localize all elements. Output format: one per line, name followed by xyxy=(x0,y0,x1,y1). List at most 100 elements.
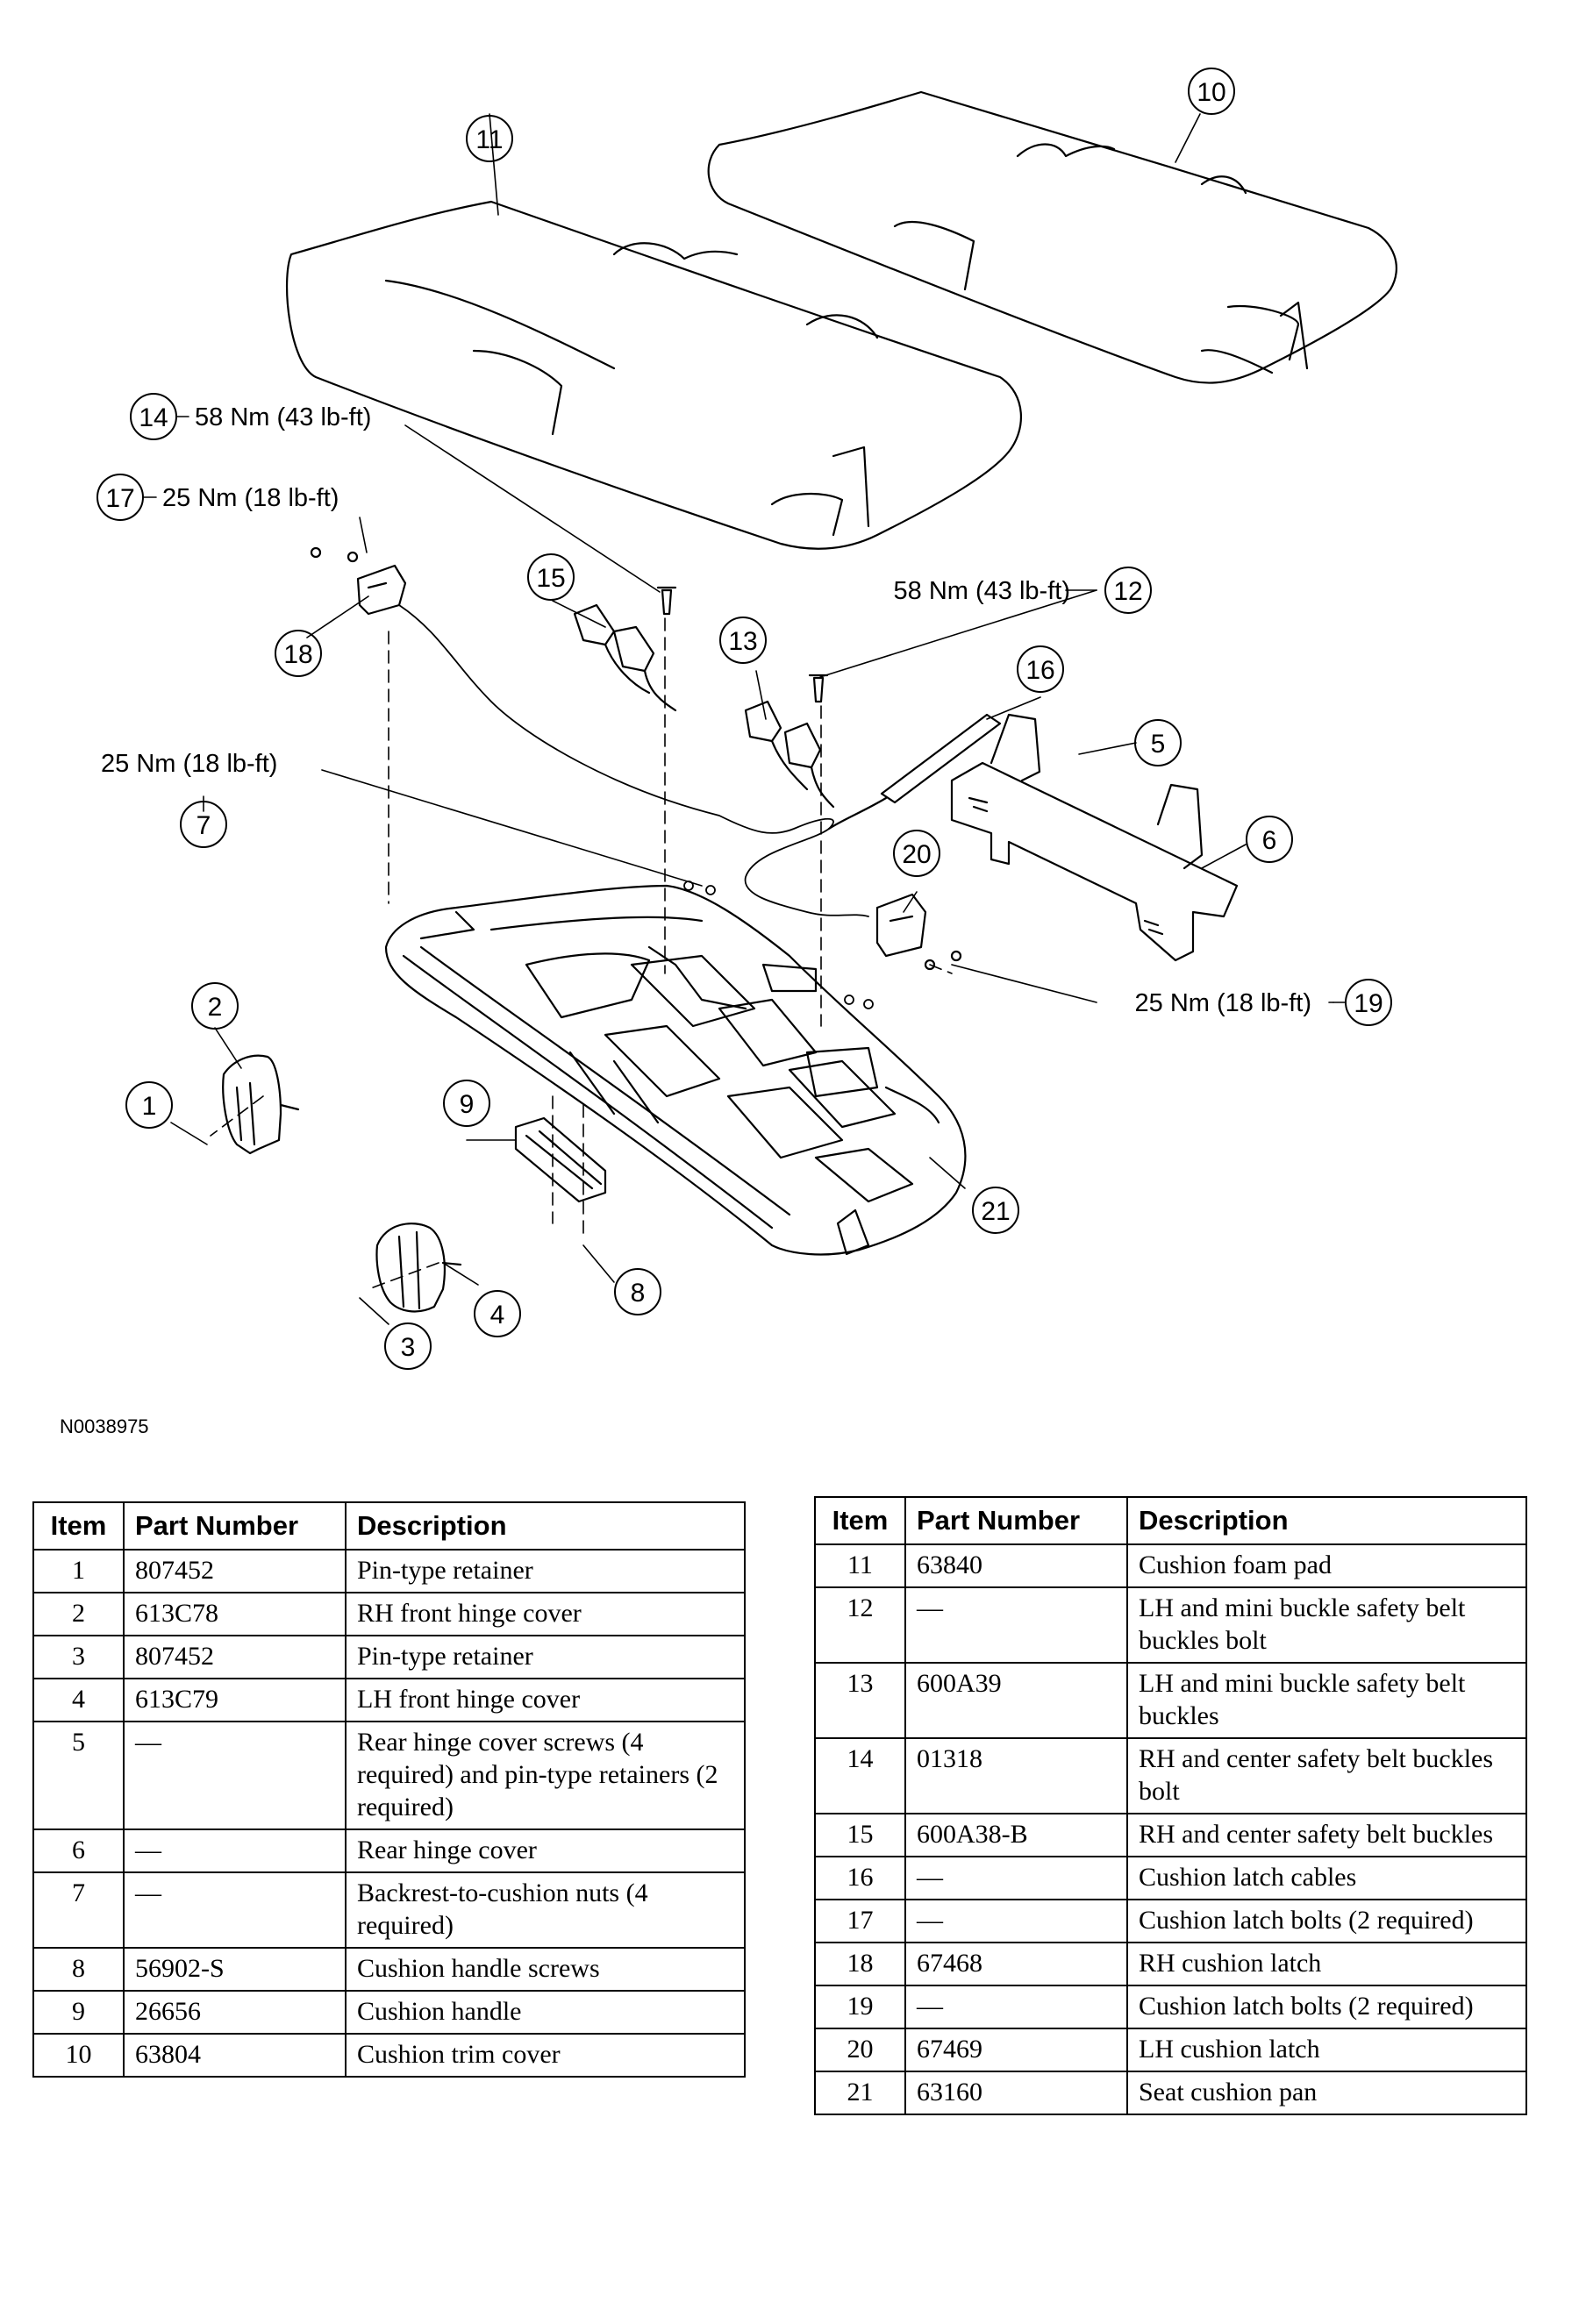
description-cell: Cushion latch cables xyxy=(1126,1856,1527,1900)
callout-3: 3 xyxy=(401,1333,416,1362)
description-cell: Rear hinge cover xyxy=(345,1829,746,1873)
callout-19: 19 xyxy=(1354,989,1383,1018)
part-number-cell: 63840 xyxy=(904,1543,1128,1588)
item-cell: 11 xyxy=(814,1543,906,1588)
header-description: Description xyxy=(345,1501,746,1551)
callout-4: 4 xyxy=(490,1301,505,1330)
table-row: 16—Cushion latch cables xyxy=(814,1856,1527,1900)
torque-label-12: 58 Nm (43 lb-ft) xyxy=(894,577,1070,605)
callout-16: 16 xyxy=(1025,656,1054,685)
part-number-cell: 67468 xyxy=(904,1942,1128,1986)
callout-7: 7 xyxy=(196,811,211,840)
part-number-cell: 67469 xyxy=(904,2028,1128,2072)
header-part-number: Part Number xyxy=(904,1496,1128,1545)
description-cell: Cushion handle xyxy=(345,1990,746,2035)
latch-cable-route xyxy=(398,604,869,917)
rh-cushion-latch-drawing xyxy=(310,546,407,616)
description-cell: RH front hinge cover xyxy=(345,1592,746,1636)
header-part-number: Part Number xyxy=(123,1501,347,1551)
callout-12: 12 xyxy=(1113,577,1142,606)
description-cell: Cushion trim cover xyxy=(345,2033,746,2078)
table-row: 7—Backrest-to-cushion nuts (4 required) xyxy=(32,1871,746,1949)
part-number-cell: — xyxy=(123,1871,347,1949)
bolt-14-drawing xyxy=(656,586,677,616)
description-cell: RH cushion latch xyxy=(1126,1942,1527,1986)
description-cell: Pin-type retainer xyxy=(345,1635,746,1679)
part-number-cell: — xyxy=(904,1856,1128,1900)
table-row: 12—LH and mini buckle safety belt buckle… xyxy=(814,1586,1527,1664)
item-cell: 7 xyxy=(32,1871,125,1949)
item-cell: 16 xyxy=(814,1856,906,1900)
callout-2: 2 xyxy=(208,993,223,1022)
description-cell: Seat cushion pan xyxy=(1126,2071,1527,2115)
part-number-cell: — xyxy=(904,1586,1128,1664)
item-cell: 4 xyxy=(32,1678,125,1722)
seat-cushion-pan-drawing xyxy=(384,884,967,1256)
part-number-cell: 26656 xyxy=(123,1990,347,2035)
part-number-cell: — xyxy=(123,1721,347,1830)
callout-11: 11 xyxy=(475,125,503,154)
rh-center-belt-buckles-drawing xyxy=(573,603,677,712)
item-cell: 21 xyxy=(814,2071,906,2115)
item-cell: 20 xyxy=(814,2028,906,2072)
callout-1: 1 xyxy=(142,1092,157,1121)
item-cell: 3 xyxy=(32,1635,125,1679)
part-number-cell: 56902-S xyxy=(123,1947,347,1992)
part-number-cell: — xyxy=(904,1899,1128,1943)
callout-17: 17 xyxy=(105,484,134,513)
item-cell: 14 xyxy=(814,1737,906,1814)
exploded-seat-cushion-diagram: 10 11 14 17 12 15 18 13 16 5 6 7 20 19 2… xyxy=(96,68,1397,1370)
callout-18: 18 xyxy=(283,640,312,669)
table-row: 6—Rear hinge cover xyxy=(32,1829,746,1873)
bolt-12-drawing xyxy=(808,674,829,703)
item-cell: 19 xyxy=(814,1985,906,2029)
torque-label-14: 58 Nm (43 lb-ft) xyxy=(195,403,371,431)
part-number-cell: 807452 xyxy=(123,1635,347,1679)
item-cell: 12 xyxy=(814,1586,906,1664)
part-number-cell: 600A39 xyxy=(904,1662,1128,1739)
table-row: 17—Cushion latch bolts (2 required) xyxy=(814,1899,1527,1943)
description-cell: Pin-type retainer xyxy=(345,1549,746,1593)
part-number-cell: — xyxy=(904,1985,1128,2029)
description-cell: Cushion latch bolts (2 required) xyxy=(1126,1985,1527,2029)
item-cell: 10 xyxy=(32,2033,125,2078)
description-cell: Cushion latch bolts (2 required) xyxy=(1126,1899,1527,1943)
callout-20: 20 xyxy=(902,840,931,869)
item-cell: 2 xyxy=(32,1592,125,1636)
part-number-cell: 63804 xyxy=(123,2033,347,2078)
description-cell: LH front hinge cover xyxy=(345,1678,746,1722)
header-item: Item xyxy=(814,1496,906,1545)
item-cell: 9 xyxy=(32,1990,125,2035)
description-cell: Backrest-to-cushion nuts (4 required) xyxy=(345,1871,746,1949)
item-cell: 1 xyxy=(32,1549,125,1593)
description-cell: LH and mini buckle safety belt buckles xyxy=(1126,1662,1527,1739)
item-cell: 5 xyxy=(32,1721,125,1830)
rh-front-hinge-cover-drawing xyxy=(222,1054,300,1155)
part-number-cell: — xyxy=(123,1829,347,1873)
item-cell: 8 xyxy=(32,1947,125,1992)
item-cell: 15 xyxy=(814,1813,906,1857)
description-cell: RH and center safety belt buckles xyxy=(1126,1813,1527,1857)
part-number-cell: 613C79 xyxy=(123,1678,347,1722)
part-number-cell: 807452 xyxy=(123,1549,347,1593)
description-cell: Cushion foam pad xyxy=(1126,1543,1527,1588)
callout-14: 14 xyxy=(139,403,168,432)
callout-13: 13 xyxy=(728,627,757,656)
item-cell: 6 xyxy=(32,1829,125,1873)
item-cell: 17 xyxy=(814,1899,906,1943)
table-row: 5—Rear hinge cover screws (4 required) a… xyxy=(32,1721,746,1830)
part-number-cell: 01318 xyxy=(904,1737,1128,1814)
